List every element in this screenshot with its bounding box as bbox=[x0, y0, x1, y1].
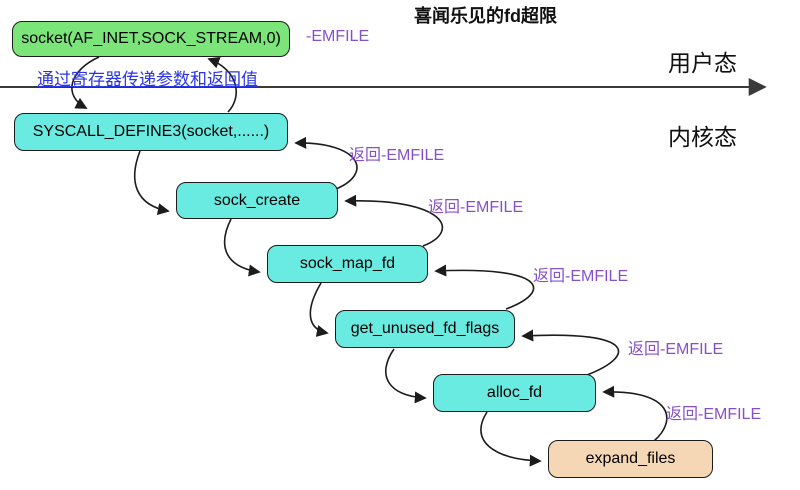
node-sock-create: sock_create bbox=[176, 182, 338, 219]
node-syscall-define3: SYSCALL_DEFINE3(socket,......) bbox=[14, 113, 288, 151]
arrow-call-get-unused-to-alloc-fd bbox=[384, 348, 427, 404]
kernel-mode-label: 内核态 bbox=[668, 124, 737, 150]
node-get-unused-fd-flags: get_unused_fd_flags bbox=[335, 310, 515, 348]
node-sock-map-fd: sock_map_fd bbox=[267, 245, 428, 283]
return-emfile-label-5: 返回-EMFILE bbox=[666, 406, 762, 423]
return-emfile-label-2: 返回-EMFILE bbox=[428, 199, 524, 216]
emfile-return-value-label: -EMFILE bbox=[306, 28, 370, 45]
arrow-call-alloc-fd-to-expand-files bbox=[480, 411, 542, 467]
arrow-return-alloc-fd-to-get-unused bbox=[521, 329, 620, 376]
arrow-call-sock-create-to-sock-map-fd bbox=[223, 218, 261, 277]
return-emfile-label-4: 返回-EMFILE bbox=[628, 341, 724, 358]
arrow-call-syscall-to-sock-create bbox=[133, 150, 170, 216]
node-expand-files: expand_files bbox=[548, 440, 713, 478]
node-alloc-fd: alloc_fd bbox=[433, 374, 596, 412]
register-note: 通过寄存器传递参数和返回值 bbox=[37, 70, 258, 89]
diagram-title: 喜闻乐见的fd超限 bbox=[414, 6, 557, 26]
user-mode-label: 用户态 bbox=[668, 50, 737, 76]
return-emfile-label-1: 返回-EMFILE bbox=[349, 147, 445, 164]
arrow-return-expand-files-to-alloc-fd bbox=[602, 385, 668, 442]
return-emfile-label-3: 返回-EMFILE bbox=[533, 268, 629, 285]
arrow-call-sock-map-fd-to-get-unused bbox=[309, 282, 329, 337]
arrow-return-get-unused-to-sock-map-fd bbox=[434, 264, 535, 310]
node-socket: socket(AF_INET,SOCK_STREAM,0) bbox=[12, 21, 290, 57]
